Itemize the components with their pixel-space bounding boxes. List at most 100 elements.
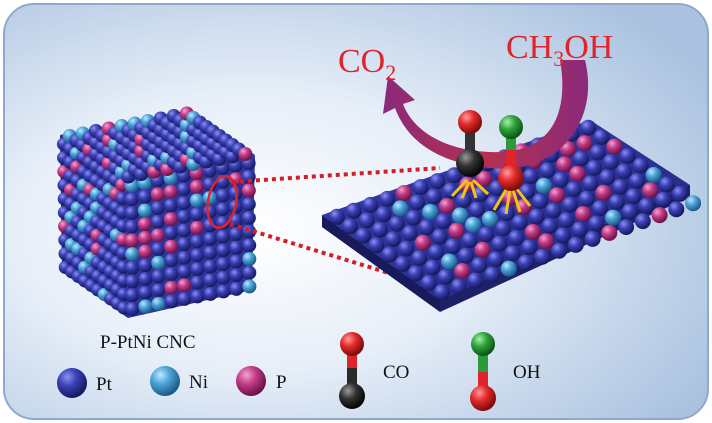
reaction-arrow [383, 60, 589, 169]
lattice-atom [238, 147, 253, 161]
lattice-atom [229, 281, 244, 296]
zoom-region-marker [206, 175, 238, 229]
lattice-atom [685, 195, 702, 212]
lattice-atom [216, 257, 231, 271]
lattice-atom [190, 234, 205, 249]
lattice-atom [524, 223, 541, 240]
lattice-atom [562, 196, 578, 213]
lattice-atom [164, 294, 179, 309]
lattice-atom [576, 135, 593, 152]
lattice-atom [150, 201, 165, 215]
lattice-atom [441, 253, 458, 270]
lattice-atom [203, 232, 218, 247]
lattice-atom [539, 162, 556, 179]
lattice-atom [164, 253, 179, 268]
lattice-atom [394, 256, 411, 272]
lattice-atom [176, 182, 191, 197]
lattice-atom [177, 278, 192, 293]
legend-oh-molecule [470, 332, 496, 411]
lattice-atom [241, 183, 256, 198]
lattice-atom [521, 239, 538, 256]
lattice-atom [545, 202, 562, 219]
lattice-atom [151, 269, 166, 284]
lattice-atom [538, 233, 554, 250]
lattice-atom [437, 268, 454, 285]
lattice-atom [241, 197, 256, 212]
lattice-atom [203, 286, 218, 301]
lattice-atom [572, 150, 589, 167]
zoom-line-bottom [229, 222, 451, 294]
nanocube [56, 106, 257, 318]
lattice-atom [137, 203, 152, 218]
lattice-atom [124, 192, 139, 207]
lattice-atom [435, 213, 452, 230]
lattice-atom [651, 207, 668, 224]
lattice-atom [420, 274, 437, 291]
lattice-atom [619, 148, 636, 164]
lattice-atom [606, 138, 623, 155]
lattice-atom [151, 283, 166, 298]
legend-p-label: P [276, 372, 287, 393]
lattice-atom [190, 262, 205, 276]
lattice-atom [124, 233, 139, 248]
lattice-atom [528, 208, 545, 225]
lattice-atom [164, 239, 179, 254]
lattice-atom [242, 238, 257, 253]
lattice-atom [176, 196, 191, 210]
lattice-atom [362, 196, 379, 213]
lattice-atom [602, 154, 619, 170]
lattice-atom [485, 195, 502, 212]
lattice-atom [163, 212, 178, 227]
lattice-atom [398, 240, 415, 257]
lattice-atom [138, 244, 153, 259]
lattice-atom [589, 144, 606, 161]
lattice-atom [508, 229, 525, 246]
lattice-atom [625, 188, 642, 205]
lattice-atom [138, 272, 153, 286]
legend-ni-atom [150, 366, 180, 396]
lattice-atom [328, 208, 345, 225]
legend-pt-atom [57, 368, 87, 398]
lattice-atom [375, 206, 392, 223]
lattice-atom [414, 234, 431, 251]
lattice-atom [229, 227, 244, 242]
lattice-atom [567, 236, 584, 253]
legend-co-label: CO [383, 362, 409, 383]
lattice-atom [176, 223, 191, 238]
lattice-atom [584, 230, 601, 247]
lattice-atom [241, 210, 256, 225]
lattice-atom [216, 243, 231, 258]
lattice-atom [150, 228, 165, 243]
lattice-atom [189, 207, 204, 222]
lattice-atom [608, 194, 625, 211]
lattice-atom [176, 209, 191, 224]
lattice-atom [229, 240, 244, 255]
lattice-atom [202, 191, 217, 205]
lattice-atom [422, 203, 439, 220]
lattice-atom [150, 214, 165, 229]
lattice-atom [444, 238, 461, 255]
lattice-atom [575, 206, 592, 222]
lattice-atom [634, 213, 651, 230]
lattice-atom [138, 299, 153, 314]
lattice-atom [558, 212, 575, 228]
lattice-atom [431, 228, 448, 245]
legend-p-atom [236, 366, 266, 396]
lattice-atom [345, 202, 362, 219]
lattice-atom [612, 178, 629, 195]
lattice-atom [189, 220, 204, 235]
lattice-atom [125, 301, 140, 316]
lattice-atom [151, 255, 166, 270]
lattice-atom [615, 163, 632, 180]
legend-ni-label: Ni [189, 372, 208, 393]
lattice-atom [461, 232, 478, 249]
lattice-atom [642, 182, 659, 199]
lattice-atom [137, 189, 152, 204]
lattice-atom [216, 284, 231, 299]
lattice-atom [552, 171, 569, 188]
lattice-atom [532, 193, 549, 210]
lattice-atom [203, 273, 218, 288]
lattice-atom [551, 242, 568, 259]
lattice-atom [163, 225, 178, 240]
